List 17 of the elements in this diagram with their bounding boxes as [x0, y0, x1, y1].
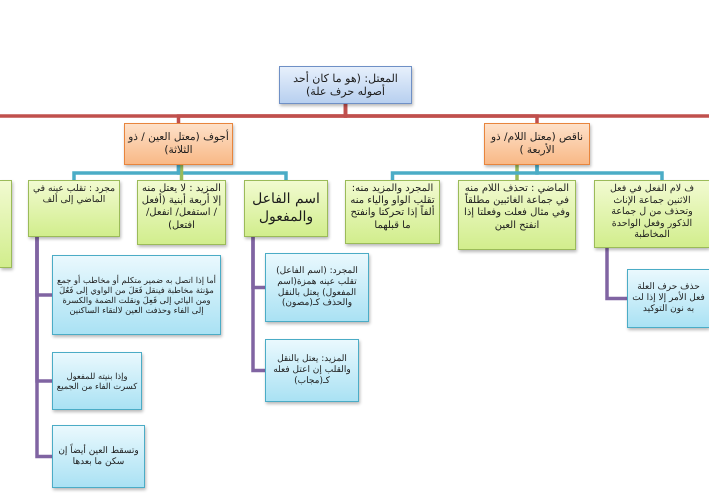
topic-box: المعتل: (هو ما كان أحد أصوله حرف علة) [279, 66, 412, 104]
note-box: حذف حرف العلة فعل الأمر إلا إذا لت به نون التوكيد [627, 269, 709, 328]
connector-line [515, 165, 519, 180]
note-box: المجرد: (اسم الفاعل) تقلب عينه همزة(اسم المفعول) يعتل بالنقل والحذف كـ(مصون) [265, 253, 369, 322]
connector-line [251, 237, 265, 372]
category-box: ناقص (معتل اللام/ ذو الأربعة ) [484, 123, 590, 165]
note-box: أما إذا اتصل به ضمير متكلم أو مخاطب أو جمع مؤنثة مخاطبة فينقل فَعَلَ من الواوي إلى فَعُلَ ومن اليائي إلى فَعِلَ ونقلت الضمة والكسرة إلى الفاء وحذفت العين لالتقاء الساكنين [52, 255, 221, 335]
connector-line [605, 248, 627, 300]
note-box: وتسقط العين أيضاً إن سكن ما بعدها [52, 425, 145, 488]
connector-line [180, 165, 184, 180]
category-box: أجوف (معتل العين / ذو الثلاثة) [124, 123, 233, 165]
connector-line [35, 237, 52, 458]
connector-line [390, 165, 539, 180]
note-box: المزيد: يعتل بالنقل والقلب إن اعتل فعله كـ(مجاب) [265, 339, 359, 402]
note-box: وإذا بنيته للمفعول كسرت الفاء من الجميع [52, 352, 142, 410]
connector-line [0, 104, 348, 118]
connector-line [72, 165, 180, 180]
